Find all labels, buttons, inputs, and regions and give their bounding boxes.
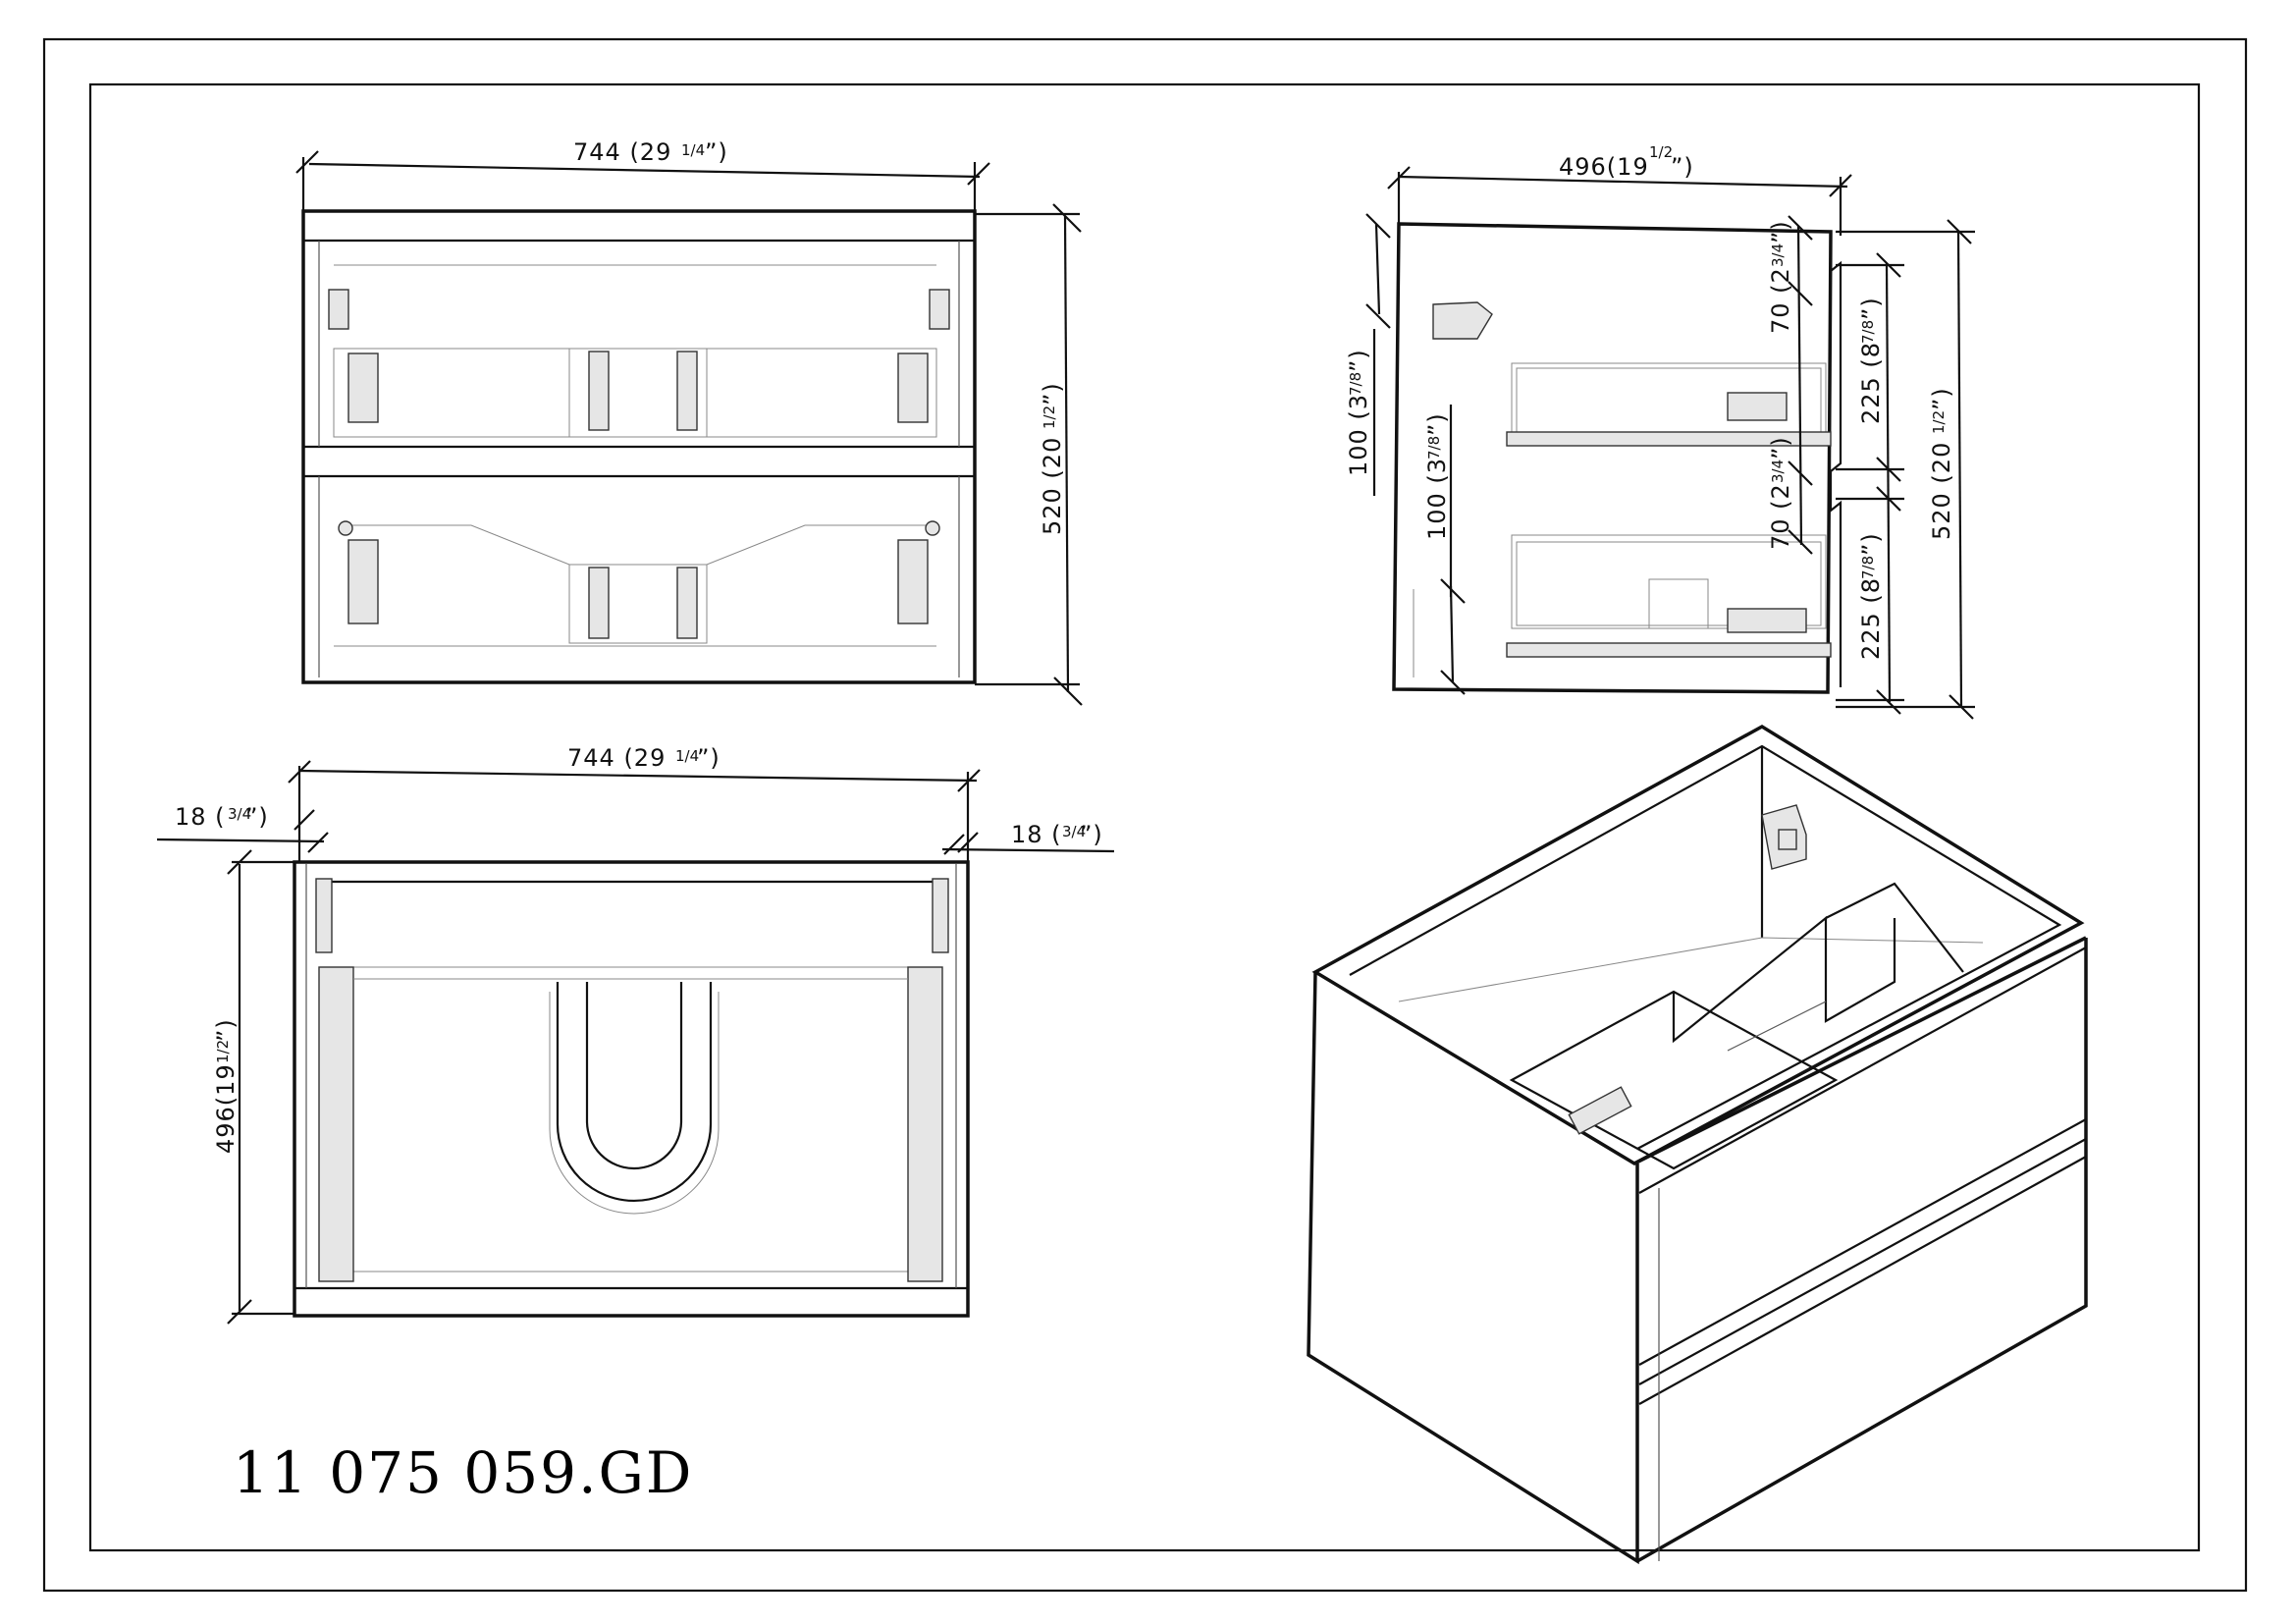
top-depth-label: 496(19	[212, 1063, 240, 1154]
svg-text:”): ”)	[1345, 349, 1372, 372]
side-left-label-a: 100 (3	[1345, 394, 1372, 476]
top-right-panel-label: 18 (	[1011, 821, 1062, 848]
top-width-frac: 1/4	[675, 747, 699, 765]
top-width-label: 744 (29	[567, 744, 666, 772]
isometric-view	[1307, 724, 2088, 1565]
side-top-gap-label: 70 (2	[1767, 267, 1794, 334]
drawing-code: 11 075 059.GD	[233, 1439, 693, 1506]
front-height-frac: 1/2	[1041, 406, 1058, 429]
outer-border	[42, 37, 2248, 1593]
top-left-panel-label: 18 (	[175, 803, 226, 831]
side-left-frac-a: 7/8	[1347, 372, 1364, 396]
svg-text:”): ”)	[697, 744, 721, 772]
side-depth-frac: 1/2	[1649, 143, 1673, 161]
svg-text:”): ”)	[1857, 297, 1885, 320]
svg-text:”): ”)	[245, 803, 269, 831]
side-drawer2-label: 225 (8	[1857, 577, 1885, 660]
side-view: 496(19 1/2 ”) 70 (2 3/4 ”) 70 (2 3/4 ”)	[1345, 143, 1975, 720]
side-total-label: 520 (20	[1928, 442, 1955, 540]
top-left-panel-frac: 3/4	[228, 805, 251, 823]
side-total-frac: 1/2	[1930, 410, 1948, 434]
side-drawer2-frac: 7/8	[1859, 556, 1877, 579]
svg-text:”): ”)	[212, 1018, 240, 1042]
top-right-panel-frac: 3/4	[1062, 823, 1086, 840]
top-view: 744 (29 1/4 ”) 18 ( 3/4 ”) 18 ( 3/4 ”) 4…	[156, 744, 1115, 1325]
side-drawer1-frac: 7/8	[1859, 320, 1877, 344]
side-depth-label: 496(19	[1559, 153, 1649, 181]
svg-text:”): ”)	[1767, 436, 1794, 460]
svg-text:”): ”)	[1423, 412, 1451, 436]
top-depth-frac: 1/2	[214, 1040, 232, 1063]
svg-text:”): ”)	[1080, 821, 1103, 848]
front-view: 744 (29 1/4 ”) 520 (20 1/2 ”)	[295, 138, 1083, 706]
side-mid-gap-frac: 3/4	[1769, 460, 1787, 483]
front-width-label: 744 (29	[573, 138, 671, 166]
svg-text:”): ”)	[705, 138, 728, 166]
side-drawer1-label: 225 (8	[1857, 342, 1885, 424]
inner-border	[88, 82, 2201, 1552]
svg-text:”): ”)	[1857, 532, 1885, 556]
side-top-gap-frac: 3/4	[1769, 244, 1787, 267]
front-width-frac: 1/4	[681, 141, 705, 159]
svg-text:”): ”)	[1039, 382, 1066, 406]
side-left-label-b: 100 (3	[1423, 458, 1451, 540]
front-height-label: 520 (20	[1039, 437, 1066, 535]
svg-text:”): ”)	[1928, 387, 1955, 410]
side-mid-gap-label: 70 (2	[1767, 483, 1794, 550]
svg-text:”): ”)	[1671, 153, 1694, 181]
svg-text:”): ”)	[1767, 220, 1794, 244]
side-left-frac-b: 7/8	[1425, 436, 1443, 460]
